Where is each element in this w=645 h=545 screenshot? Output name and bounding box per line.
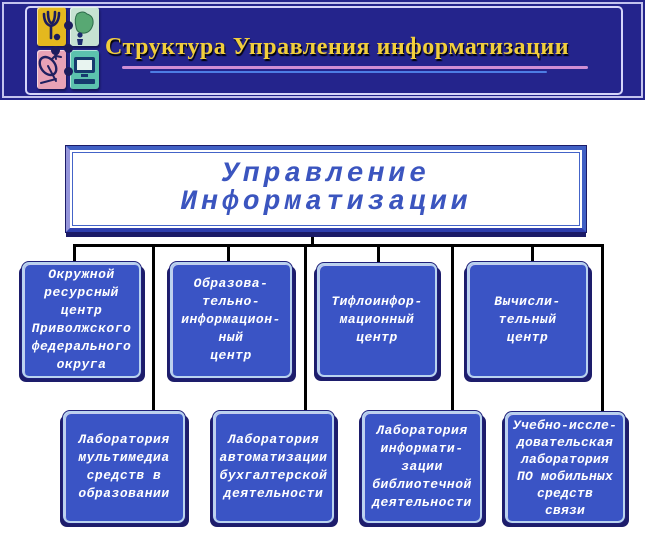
connector-rail <box>73 244 604 247</box>
connector-line <box>451 246 454 411</box>
emblem-hand-icon <box>37 7 66 46</box>
connector-line <box>227 246 230 262</box>
page-title: Структура Управления информатизации <box>105 34 570 60</box>
satellite-dish-icon <box>37 50 66 89</box>
logo <box>37 7 102 90</box>
logo-connector-dot <box>51 46 60 55</box>
title-underline-pink <box>122 66 588 69</box>
logo-connector-dot <box>64 67 73 76</box>
connector-line <box>304 246 307 411</box>
connector-line <box>377 246 380 263</box>
connector-line <box>601 246 604 412</box>
logo-connector-dot <box>64 44 73 53</box>
title-underline-blue <box>150 71 547 73</box>
connector-line <box>531 246 534 262</box>
header-banner: Структура Управления информатизации <box>0 0 645 100</box>
connector-line <box>73 246 76 262</box>
logo-connector-dot <box>64 21 73 30</box>
computer-monitor-icon <box>70 50 99 89</box>
connector-line <box>152 246 155 411</box>
banner-frame <box>25 6 623 95</box>
connector-root-line <box>311 229 314 246</box>
region-map-icon <box>70 7 99 46</box>
